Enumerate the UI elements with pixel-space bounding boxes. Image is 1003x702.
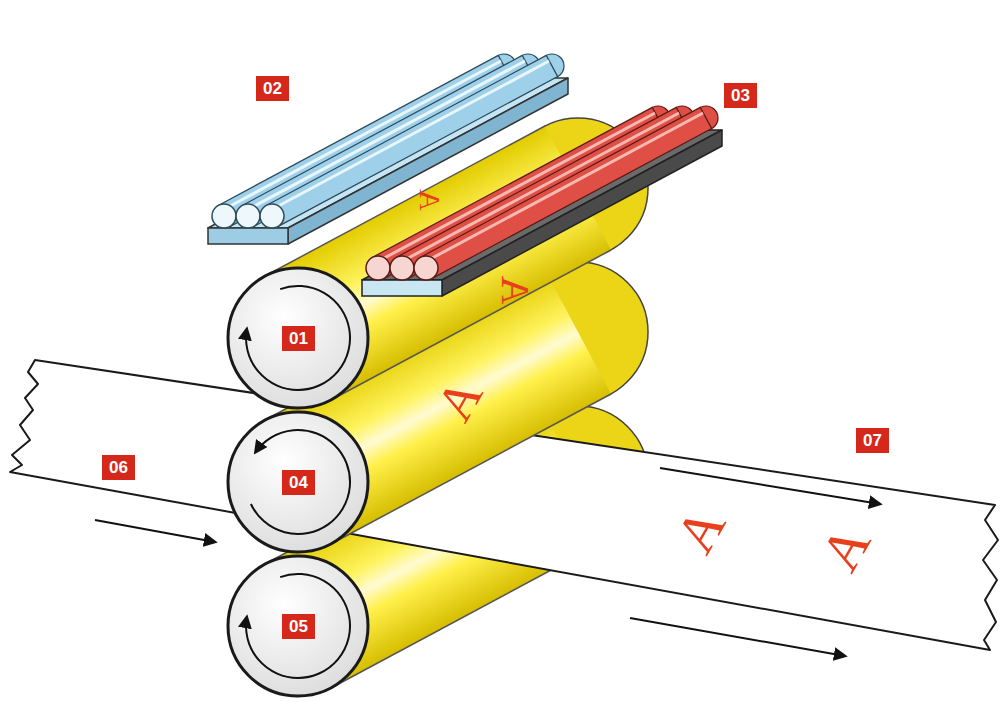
roller-end (260, 204, 284, 228)
cylinder-face (228, 412, 368, 552)
printed-letter: A (415, 189, 445, 211)
roller-shine (221, 61, 501, 211)
callout-number: 06 (102, 455, 135, 480)
roller-bar (362, 280, 442, 296)
printed-letter: A (811, 516, 880, 579)
printed-letter: A (428, 371, 492, 430)
printed-letter: A (495, 276, 535, 305)
roller-bar (208, 228, 288, 244)
roller-shine (423, 113, 703, 263)
ink-roller (420, 107, 711, 278)
cylinder-face (228, 268, 368, 408)
callout-number: 05 (282, 614, 315, 639)
callout-number: 03 (724, 83, 757, 108)
rotation-arrow (251, 430, 350, 534)
callout-number: 07 (856, 428, 889, 453)
roller-end (366, 256, 390, 280)
feed-arrow (95, 520, 215, 542)
roller-shine (245, 61, 525, 211)
cylinder-face (228, 556, 368, 696)
roller-end (212, 204, 236, 228)
rotation-arrow (246, 286, 350, 390)
callout-number: 02 (256, 76, 289, 101)
roller-shine (375, 113, 655, 263)
roller-shine (399, 113, 679, 263)
feed-arrow (660, 468, 880, 504)
rotation-arrow (246, 574, 350, 678)
callout-number: 01 (282, 326, 315, 351)
roller-end (236, 204, 260, 228)
printed-letter: A (666, 498, 735, 561)
feed-arrow (630, 618, 845, 656)
callout-number: 04 (282, 470, 315, 495)
roller-end (390, 256, 414, 280)
roller-end (414, 256, 438, 280)
